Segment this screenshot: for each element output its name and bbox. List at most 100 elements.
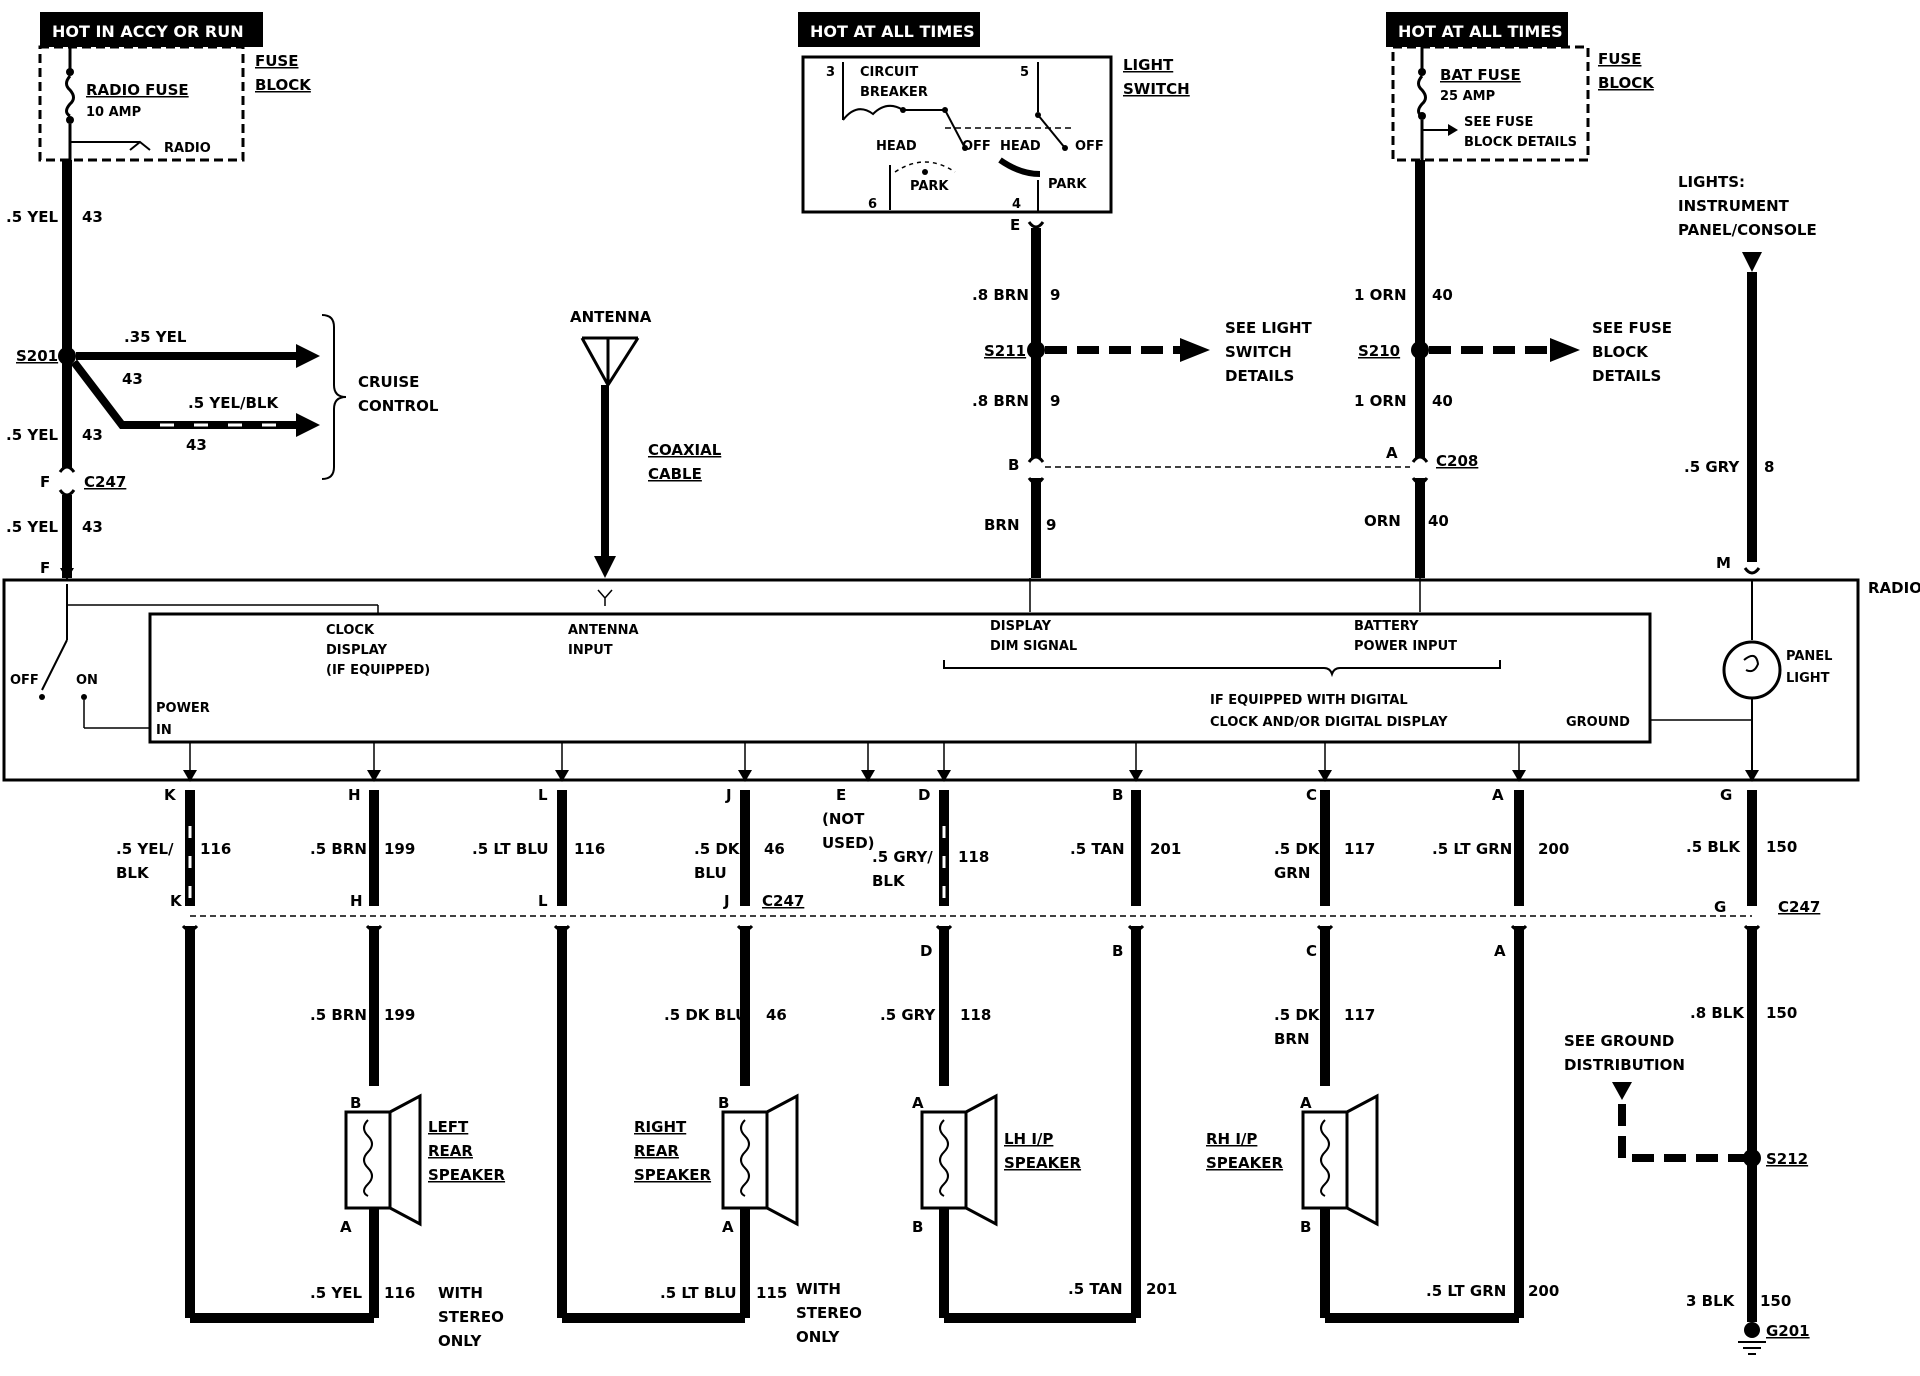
label-lower-wires-D-c: 118: [958, 848, 989, 866]
fuse-icon: [65, 75, 75, 118]
label-speakers-rr-pinB: B: [718, 1094, 729, 1112]
ground-symbol-icon: [1738, 1341, 1766, 1355]
label-speakers-lh-wire: .5 GRY: [880, 1006, 936, 1024]
speaker-cone-icon: [1345, 1093, 1379, 1227]
label-speakers-rr-note-line2: STEREO: [796, 1304, 862, 1322]
lights-reference-icon: [1742, 252, 1762, 272]
label-lower-wires-J-conn: C247: [762, 892, 804, 910]
label-lower-wires-E-line2: USED): [822, 834, 875, 852]
speaker-coil-icon: [363, 1119, 373, 1197]
label-bat-feed-splice: S210: [1358, 342, 1400, 360]
label-lower-wires-A-pin: A: [1492, 786, 1504, 804]
label-lower-wires-J-w-line1: .5 DK: [694, 840, 741, 858]
label-headers-all-times-2: HOT AT ALL TIMES: [1398, 22, 1563, 41]
label-lower-wires-L-pin: L: [538, 786, 548, 804]
label-light-feed-c3: 9: [1046, 516, 1056, 534]
label-light-feed-see-line3: DETAILS: [1225, 367, 1294, 385]
label-left-feed-w1: .5 YEL: [6, 208, 58, 226]
label-lower-wires-J-pin: J: [723, 892, 730, 910]
label-light-feed-c2: 9: [1050, 392, 1060, 410]
label-left-feed-w3: .5 YEL: [6, 518, 58, 536]
label-light-switch-off1: OFF: [962, 139, 991, 154]
radio-fuse-name: RADIO FUSE: [86, 81, 189, 99]
label-speakers-rh-pinA: A: [1300, 1094, 1312, 1112]
label-speakers-rh-circuit: 117: [1344, 1006, 1375, 1024]
label-lower-wires-J-c: 46: [764, 840, 785, 858]
label-speakers-rr-title-line3: SPEAKER: [634, 1166, 712, 1184]
radio-fuse-block: RADIO FUSE 10 AMP RADIO FUSE BLOCK: [38, 45, 312, 162]
label-left-feed-b2c: 43: [186, 436, 207, 454]
label-light-switch-pin6: 6: [868, 197, 877, 212]
label-left-feed-b2: .5 YEL/BLK: [188, 394, 279, 412]
digital-display-module: [148, 612, 1652, 744]
header-hot-accy-run: HOT IN ACCY OR RUN: [40, 12, 263, 47]
label-light-feed-w1: .8 BRN: [972, 286, 1029, 304]
splice-s212: [1743, 1149, 1761, 1167]
label-ground-w2: 3 BLK: [1686, 1292, 1736, 1310]
label-panel-lights-panel-line2: LIGHT: [1786, 671, 1830, 686]
label-left-feed-pinF: F: [40, 473, 50, 491]
speaker-cone-icon: [388, 1093, 422, 1227]
label-speakers-lr-wire: .5 BRN: [310, 1006, 367, 1024]
label-antenna-input-line1: ANTENNA: [568, 623, 639, 638]
label-bat-fuse-block-line2: BLOCK: [1598, 74, 1655, 92]
bat-fuse-block: BAT FUSE 25 AMP SEE FUSE BLOCK DETAILS F…: [1391, 45, 1655, 162]
label-lower-wires-H-w: .5 BRN: [310, 840, 367, 858]
label-bat-fuse-rating: 25 AMP: [1440, 89, 1495, 104]
label-panel-lights-line3: PANEL/CONSOLE: [1678, 221, 1817, 239]
label-lower-wires-K-pin: K: [164, 786, 177, 804]
label-antenna-coax-line1: COAXIAL: [648, 441, 722, 459]
label-speakers-rr-pinA: A: [722, 1218, 734, 1236]
label-panel-lights-pinM: M: [1716, 554, 1731, 572]
label-lower-wires-K-w-line2: BLK: [116, 864, 150, 882]
antenna-icon: [580, 336, 640, 386]
label-lower-wires-C-w-line1: .5 DK: [1274, 840, 1321, 858]
label-radio-fuse-block-line2: BLOCK: [255, 76, 312, 94]
label-speakers-rh-wire-line2: BRN: [1274, 1030, 1310, 1048]
label-lower-wires-L-pin: L: [538, 892, 548, 910]
rh-ip-speaker: A B RH I/P SPEAKER .5 LT GRN 200: [1206, 1093, 1559, 1323]
label-panel-lights-wire: .5 GRY: [1684, 458, 1740, 476]
label-speakers-lh-title-line1: LH I/P: [1004, 1130, 1053, 1148]
label-light-switch-cb-line2: BREAKER: [860, 85, 928, 100]
label-lower-wires-D-w-line1: .5 GRY/: [872, 848, 933, 866]
circuit-breaker-icon: [842, 104, 904, 121]
lh-ip-speaker: A B LH I/P SPEAKER .5 TAN 201: [912, 1093, 1177, 1323]
speaker-coil-icon: [939, 1119, 949, 1197]
label-left-feed-c1: 43: [82, 208, 103, 226]
splice-s201: [58, 347, 76, 365]
label-speakers-lr-title-line3: SPEAKER: [428, 1166, 506, 1184]
label-left-feed-splice: S201: [16, 347, 58, 365]
header-hot-all-times-2: HOT AT ALL TIMES: [1386, 12, 1568, 47]
label-headers-accy-run: HOT IN ACCY OR RUN: [52, 22, 244, 41]
label-ground-see-line1: SEE GROUND: [1564, 1032, 1674, 1050]
radio-fuse-rating: 10 AMP: [86, 105, 141, 120]
label-radio-fuse-block-line1: FUSE: [255, 52, 298, 70]
label-lower-wires-C-c: 117: [1344, 840, 1375, 858]
label-bat-feed-see-line2: BLOCK: [1592, 343, 1649, 361]
label-bat-fuse-block-line1: FUSE: [1598, 50, 1641, 68]
label-left-feed-cruise-line2: CONTROL: [358, 397, 439, 415]
label-speakers-rr-title-line2: REAR: [634, 1142, 679, 1160]
label-speakers-lr-circuit: 199: [384, 1006, 415, 1024]
label-radio-digital-line2: CLOCK AND/OR DIGITAL DISPLAY: [1210, 715, 1448, 730]
label-lower-wires-G-w: .5 BLK: [1686, 838, 1741, 856]
label-speakers-lr-ret-wire: .5 YEL: [310, 1284, 362, 1302]
label-lower-wires-D-pin: D: [918, 786, 930, 804]
label-light-feed-see-line1: SEE LIGHT: [1225, 319, 1313, 337]
ground-circuit: SEE GROUND DISTRIBUTION S212 3 BLK 150 G…: [1564, 1032, 1810, 1355]
label-speakers-lh-title-line2: SPEAKER: [1004, 1154, 1082, 1172]
label-bat-feed-battery-line1: BATTERY: [1354, 619, 1419, 634]
label-speakers-rh-ret-wire: .5 LT GRN: [1426, 1282, 1506, 1300]
label-lower-wires-J-w-line2: BLU: [694, 864, 727, 882]
label-ground-g: G201: [1766, 1322, 1810, 1340]
label-lower-wires-A-w: .5 LT GRN: [1432, 840, 1512, 858]
label-bat-fuse-name: BAT FUSE: [1440, 66, 1521, 84]
panel-lights-circuit: LIGHTS: INSTRUMENT PANEL/CONSOLE .5 GRY …: [1678, 173, 1817, 575]
label-radio-on: ON: [76, 673, 98, 688]
label-light-switch-park1: PARK: [910, 179, 949, 194]
label-speakers-rr-ret-wire: .5 LT BLU: [660, 1284, 737, 1302]
label-bat-fuse-see-line1: SEE FUSE: [1464, 115, 1533, 130]
label-panel-lights-line1: LIGHTS:: [1678, 173, 1745, 191]
left-rear-speaker: B A LEFT REAR SPEAKER .5 YEL 116 WITH ST…: [190, 1093, 506, 1350]
